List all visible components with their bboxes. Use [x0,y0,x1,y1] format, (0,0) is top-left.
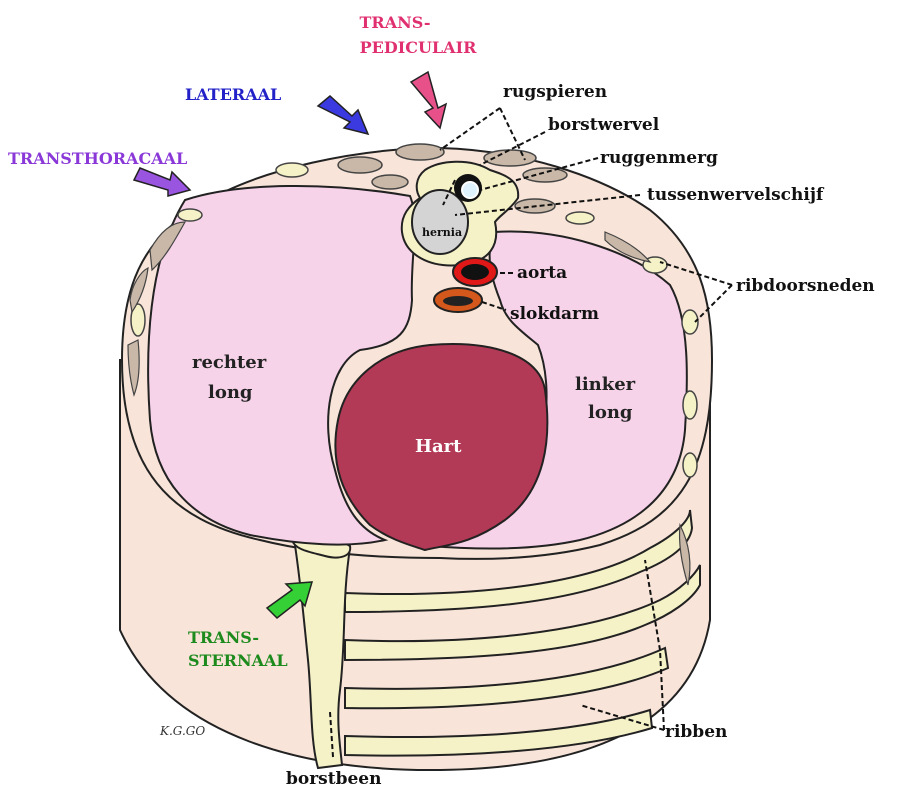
intervertebral-disc [412,190,468,254]
label-rechter-long-line1: rechter [192,352,267,373]
label-hart: Hart [415,436,462,457]
label-transsternaal-line1: TRANS- [188,628,259,647]
transthoracaal-arrow-icon [134,168,190,196]
label-ribdoorsneden: ribdoorsneden [736,276,875,296]
label-transthoracaal: TRANSTHORACAAL [8,149,187,168]
label-lateraal: LATERAAL [185,85,281,104]
back-muscle [396,144,444,160]
label-transsternaal-line2: STERNAAL [188,651,288,670]
label-borstbeen: borstbeen [286,769,381,789]
label-rechter-long-line2: long [208,382,253,403]
back-muscle [523,168,567,182]
label-slokdarm: slokdarm [510,304,599,324]
rib-section [276,163,308,177]
label-ribben: ribben [665,722,727,742]
leader-rugspieren-1 [440,108,500,150]
label-linker-long-line1: linker [575,374,636,395]
back-muscle [372,175,408,189]
label-hernia: hernia [422,226,462,239]
artist-signature: K.G.GO [159,724,205,738]
label-linker-long-line2: long [588,402,633,423]
rib-section [683,453,697,477]
label-ruggenmerg: ruggenmerg [600,148,718,168]
esophagus-lumen [443,296,473,306]
rib-section [566,212,594,224]
label-rugspieren: rugspieren [503,82,607,102]
label-transpediculair-line1: TRANS- [359,13,430,32]
lateraal-arrow-icon [318,96,368,134]
esophagus [434,288,482,312]
label-transpediculair-line2: PEDICULAIR [360,38,477,57]
aorta-lumen [461,264,489,280]
label-tussenwervelschijf: tussenwervelschijf [647,185,825,205]
transpediculair-arrow-icon [411,72,446,128]
rib-section [178,209,202,221]
rib-section [683,391,697,419]
label-borstwervel: borstwervel [548,115,660,135]
label-aorta: aorta [517,263,567,283]
back-muscle [338,157,382,173]
aorta [453,258,497,286]
spinal-cord-icon [462,182,478,198]
